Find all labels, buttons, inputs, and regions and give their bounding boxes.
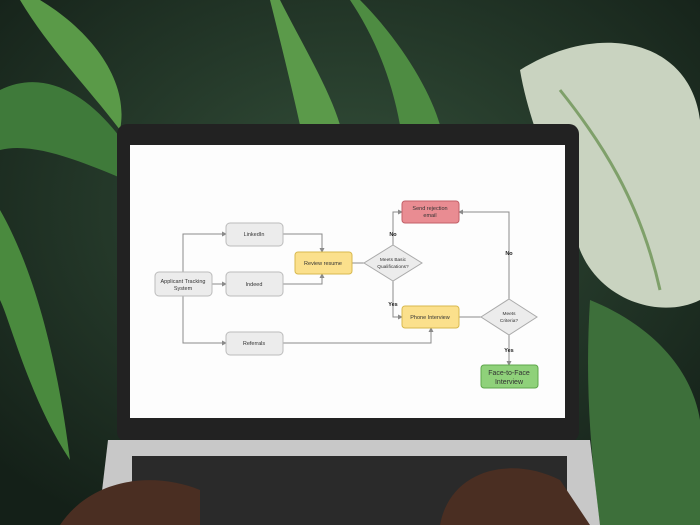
node-face-line1: Face-to-Face xyxy=(488,370,530,377)
leaf xyxy=(588,300,700,525)
node-criteria-decision[interactable]: Meets Criteria? xyxy=(480,298,538,336)
node-ats[interactable]: Applicant Tracking System xyxy=(154,271,213,297)
node-reject[interactable]: Send rejection email xyxy=(401,200,460,224)
leaf xyxy=(0,82,150,190)
node-indeed[interactable]: Indeed xyxy=(225,271,284,297)
edge-criteria-reject xyxy=(458,209,510,299)
leaf-vein xyxy=(558,89,662,291)
caladium-leaf xyxy=(520,42,700,308)
node-linkedin[interactable]: LinkedIn xyxy=(225,222,284,247)
right-hand xyxy=(440,468,590,525)
node-phone-label: Phone Interview xyxy=(410,315,449,321)
edge-label-no: No xyxy=(389,232,397,238)
edge-indeed-review xyxy=(283,273,325,285)
leaf xyxy=(0,210,70,460)
node-reject-line1: Send rejection xyxy=(412,206,447,212)
node-criteria-line1: Meets xyxy=(502,311,516,317)
edge-ats-linkedin xyxy=(182,231,227,272)
node-review-label: Review resume xyxy=(304,261,342,267)
edge-label-no: No xyxy=(505,251,513,257)
node-indeed-label: Indeed xyxy=(246,282,263,288)
edge-referrals-phone xyxy=(283,327,434,344)
node-ats-line1: Applicant Tracking xyxy=(161,279,206,285)
node-ats-line2: System xyxy=(174,286,193,292)
node-face-line2: Interview xyxy=(495,379,524,386)
edge-label-yes: Yes xyxy=(504,348,513,354)
node-basic-line2: Qualifications? xyxy=(377,264,409,270)
node-referrals-label: Referrals xyxy=(243,341,266,347)
node-basic-line1: Meets Basic xyxy=(380,257,407,263)
left-hand xyxy=(60,480,200,525)
edge-label-yes: Yes xyxy=(388,302,397,308)
leaf xyxy=(270,0,340,125)
edge-basic-reject xyxy=(392,209,403,245)
node-linkedin-label: LinkedIn xyxy=(244,232,265,238)
edge-basic-phone xyxy=(392,281,403,320)
edge-linkedin-review xyxy=(283,233,325,253)
node-referrals[interactable]: Referrals xyxy=(225,331,284,356)
node-face[interactable]: Face-to-Face Interview xyxy=(480,364,539,389)
node-review[interactable]: Review resume xyxy=(294,251,353,275)
leaf xyxy=(20,0,122,130)
node-reject-line2: email xyxy=(423,213,436,219)
edge-ats-referrals xyxy=(182,296,227,346)
node-criteria-line2: Criteria? xyxy=(500,318,518,324)
node-basic-decision[interactable]: Meets Basic Qualifications? xyxy=(363,244,423,282)
leaf xyxy=(350,0,440,125)
connectors xyxy=(182,209,512,366)
node-phone[interactable]: Phone Interview xyxy=(401,305,460,329)
